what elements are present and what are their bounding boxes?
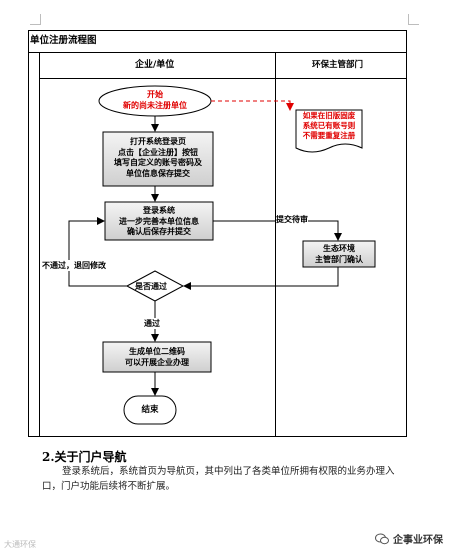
note-shape [295,109,363,153]
note-line3: 不需要重复注册 [302,131,356,140]
section-heading: 2.关于门户导航 [42,450,127,464]
note-text: 如果在旧版固废 系统已有账号则 不需要重复注册 [294,111,364,141]
review-line1: 生态环境 [323,244,355,253]
step3-line2: 可以开展企业办理 [125,357,189,367]
step1-line3: 填写自定义的账号密码及 [114,158,202,167]
step2-line1: 登录系统 [143,206,175,215]
start-label-line1: 开始 [147,90,163,99]
wechat-icon [375,533,389,544]
step1-text: 打开系统登录页 点击【企业注册】按钮 填写自定义的账号密码及 单位信息保存提交 [103,137,213,179]
review-text: 生态环境 主管部门确认 [303,244,375,265]
step3-line1: 生成单位二维码 [129,347,185,356]
start-label: 开始 新的尚未注册单位 [100,90,210,111]
step1-line4: 单位信息保存提交 [126,168,190,178]
step1-line2: 点击【企业注册】按钮 [118,147,198,157]
end-node [123,395,177,425]
frame-border [28,30,407,437]
step2-line2: 进一步完善本单位信息 [119,216,199,226]
brand-watermark: 企事业环保 [375,531,443,546]
frame-title: 单位注册流程图 [30,35,97,46]
arrow-step2-review [213,220,342,241]
step2-line3: 确认后保存并提交 [127,227,191,236]
submit-label: 提交待审 [276,214,308,225]
left-watermark: 大通环保 [4,539,36,550]
note-connector [211,100,294,111]
section-paragraph: 登录系统后，系统首页为导航页，其中列出了各类单位所拥有权限的业务办理入口，门户功… [42,466,395,492]
end-label: 结束 [141,405,159,415]
step3-text: 生成单位二维码 可以开展企业办理 [103,347,211,368]
review-line2: 主管部门确认 [315,254,363,264]
decision-label: 是否通过 [135,282,167,291]
column-header-left: 企业/单位 [135,60,175,70]
brand-name: 企事业环保 [393,535,443,546]
start-label-line2: 新的尚未注册单位 [123,100,187,110]
note-line2: 系统已有账号则 [302,121,356,130]
step2-text: 登录系统 进一步完善本单位信息 确认后保存并提交 [105,206,213,238]
step1-line1: 打开系统登录页 [130,137,186,146]
pass-label: 通过 [144,318,160,329]
left-watermark-text: 大通环保 [4,540,36,549]
page-corner-mark-tr [408,14,419,25]
page-corner-mark-tl [30,14,41,25]
column-header-right: 环保主管部门 [312,60,364,70]
arrow-review-decision [183,267,339,290]
review-box [302,240,376,268]
reject-label: 不通过，退回修改 [42,260,106,271]
step3-box [102,341,212,373]
step1-box [102,131,214,187]
note-line1: 如果在旧版固废 [302,111,356,120]
arrow-reject-loop [68,217,127,287]
flowchart [28,30,407,437]
